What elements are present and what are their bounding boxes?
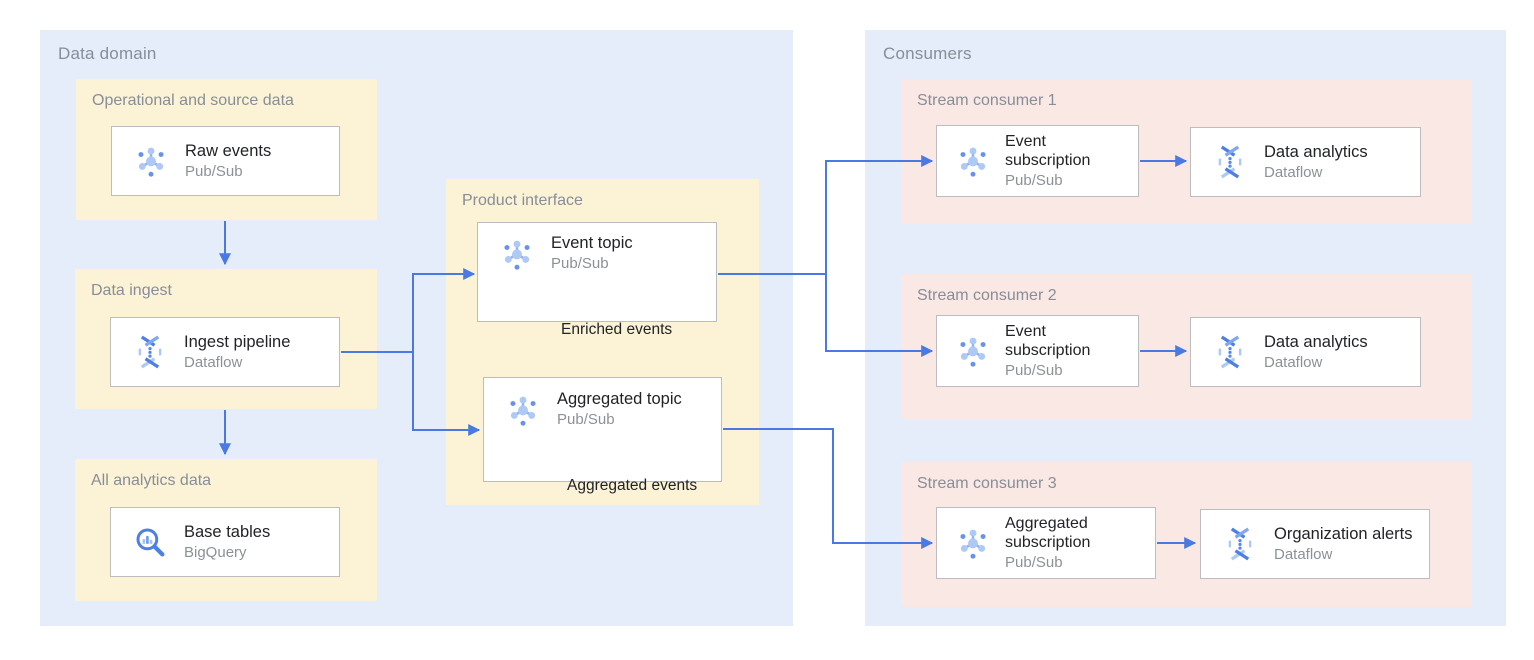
card-data-analytics-2-subtitle: Dataflow — [1264, 353, 1323, 371]
pubsub-icon — [955, 143, 991, 179]
group-stream-consumer-1-title: Stream consumer 1 — [917, 92, 1057, 109]
card-organization-alerts: Organization alerts Dataflow — [1200, 509, 1430, 579]
card-main: Event topic Pub/Sub — [478, 233, 716, 274]
card-main: Aggregated topic Pub/Sub — [484, 389, 721, 430]
group-product-interface: Product interface Event topic Pub/Sub En… — [446, 179, 759, 505]
card-aggregated-topic: Aggregated topic Pub/Sub Aggregated even… — [483, 377, 722, 494]
card-aggregated-topic-label: Aggregated events — [567, 477, 698, 494]
card-text: Event topic Pub/Sub — [551, 233, 633, 274]
card-event-topic-label: Enriched events — [561, 321, 673, 338]
card-base-tables: Base tables BigQuery — [110, 507, 340, 577]
pubsub-icon — [499, 236, 535, 272]
pubsub-icon — [955, 525, 991, 561]
pubsub-icon — [505, 392, 541, 428]
dataflow-icon — [132, 334, 168, 370]
card-text: Event subscription Pub/Sub — [1005, 132, 1127, 191]
pubsub-icon — [133, 143, 169, 179]
consumers-title: Consumers — [883, 44, 972, 63]
card-data-analytics-1-subtitle: Dataflow — [1264, 163, 1323, 181]
card-data-analytics-2-title: Data analytics — [1264, 332, 1368, 351]
card-ingest-pipeline-title: Ingest pipeline — [184, 332, 291, 351]
group-stream-consumer-1: Stream consumer 1 Event subscription Pub… — [901, 79, 1472, 224]
card-event-subscription-2-title: Event subscription — [1005, 322, 1091, 359]
card-text: Organization alerts Dataflow — [1274, 524, 1413, 565]
group-all-analytics-data: All analytics data Base tables BigQuery — [75, 459, 377, 601]
card-text: Data analytics Dataflow — [1264, 332, 1368, 373]
card-text: Ingest pipeline Dataflow — [184, 332, 290, 373]
card-aggregated-subscription-title: Aggregated subscription — [1005, 514, 1091, 551]
card-ingest-pipeline: Ingest pipeline Dataflow — [110, 317, 340, 387]
dataflow-icon — [1222, 526, 1258, 562]
card-text: Event subscription Pub/Sub — [1005, 322, 1127, 381]
card-event-subscription-1: Event subscription Pub/Sub — [936, 125, 1139, 197]
card-event-subscription-1-title: Event subscription — [1005, 132, 1091, 169]
dataflow-icon — [1212, 144, 1248, 180]
data-domain-title: Data domain — [58, 44, 157, 63]
card-event-subscription-2-subtitle: Pub/Sub — [1005, 361, 1063, 379]
card-raw-events: Raw events Pub/Sub — [111, 126, 340, 196]
card-organization-alerts-title: Organization alerts — [1274, 524, 1413, 543]
consumers-section: Consumers Stream consumer 1 Event subscr… — [865, 30, 1506, 626]
dataflow-icon — [1212, 334, 1248, 370]
group-stream-consumer-3-title: Stream consumer 3 — [917, 475, 1057, 492]
group-data-ingest-title: Data ingest — [91, 282, 172, 299]
card-text: Base tables BigQuery — [184, 522, 270, 563]
card-text: Data analytics Dataflow — [1264, 142, 1368, 183]
pubsub-icon — [955, 333, 991, 369]
card-ingest-pipeline-subtitle: Dataflow — [184, 353, 243, 371]
group-data-ingest: Data ingest Ingest pipeline Dataflow — [75, 269, 377, 409]
card-event-subscription-1-subtitle: Pub/Sub — [1005, 171, 1063, 189]
card-data-analytics-1: Data analytics Dataflow — [1190, 127, 1421, 197]
group-operational-title: Operational and source data — [92, 92, 294, 109]
card-aggregated-topic-title: Aggregated topic — [557, 390, 682, 408]
group-all-analytics-title: All analytics data — [91, 472, 212, 489]
card-aggregated-subscription-subtitle: Pub/Sub — [1005, 553, 1063, 571]
group-operational-source-data: Operational and source data Raw events P… — [76, 79, 377, 220]
card-aggregated-subscription: Aggregated subscription Pub/Sub — [936, 507, 1156, 579]
card-event-topic-subtitle: Pub/Sub — [551, 255, 609, 272]
card-data-analytics-1-title: Data analytics — [1264, 142, 1368, 161]
bigquery-icon — [132, 524, 168, 560]
card-text: Raw events Pub/Sub — [185, 141, 271, 182]
group-stream-consumer-2: Stream consumer 2 Event subscription Pub… — [901, 274, 1472, 419]
group-stream-consumer-2-title: Stream consumer 2 — [917, 287, 1057, 304]
card-event-subscription-2: Event subscription Pub/Sub — [936, 315, 1139, 387]
card-event-topic-title: Event topic — [551, 234, 633, 252]
card-data-analytics-2: Data analytics Dataflow — [1190, 317, 1421, 387]
card-aggregated-topic-subtitle: Pub/Sub — [557, 411, 615, 428]
card-event-topic: Event topic Pub/Sub Enriched events — [477, 222, 717, 338]
card-organization-alerts-subtitle: Dataflow — [1274, 545, 1333, 563]
group-product-interface-title: Product interface — [462, 192, 583, 209]
group-stream-consumer-3: Stream consumer 3 Aggregated subscriptio… — [901, 462, 1472, 607]
card-text: Aggregated subscription Pub/Sub — [1005, 514, 1139, 573]
card-raw-events-subtitle: Pub/Sub — [185, 162, 243, 180]
card-base-tables-title: Base tables — [184, 522, 271, 541]
card-raw-events-title: Raw events — [185, 141, 272, 160]
card-text: Aggregated topic Pub/Sub — [557, 389, 682, 430]
data-domain-section: Data domain Operational and source data … — [40, 30, 793, 626]
card-base-tables-subtitle: BigQuery — [184, 543, 247, 561]
